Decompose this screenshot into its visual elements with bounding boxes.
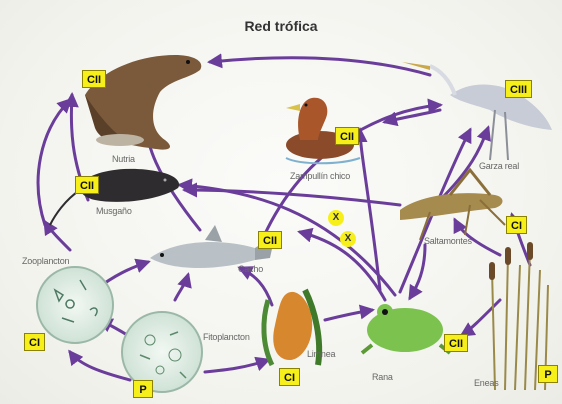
tag-rana: CII (444, 334, 468, 352)
arrow-musgano-to-zooplancton (45, 222, 70, 250)
label-eneas: Eneas (474, 378, 499, 388)
tag-fitoplancton: P (133, 380, 153, 398)
label-zooplancton: Zooplancton (22, 256, 69, 266)
musgano-drawing (50, 169, 179, 225)
tag-zampullin: CII (335, 127, 359, 145)
tag-nutria: CII (82, 70, 106, 88)
arrow-fitoplancton-to-cacho (175, 275, 188, 300)
arrow-p-to-ci (70, 352, 130, 380)
tag-musgano: CII (75, 176, 99, 194)
arrow-fitoplancton-to-limnea (205, 360, 268, 372)
x-mark-2: X (340, 231, 356, 247)
saltamontes-drawing (400, 170, 505, 240)
arrow-limnea-to-rana (325, 310, 372, 320)
tag-garza: CIII (505, 80, 532, 98)
arrow-zooplancton-to-nutria (38, 100, 70, 225)
label-zampullin: Zampullín chico (290, 171, 350, 181)
x-mark-1: X (328, 210, 344, 226)
label-fitoplancton: Fitoplancton (203, 332, 250, 342)
label-garza: Garza real (479, 161, 519, 171)
tag-eneas: P (538, 365, 558, 383)
arrow-garza-to-nutria (210, 58, 430, 75)
label-rana: Rana (372, 372, 393, 382)
rana-drawing (362, 304, 450, 353)
label-cacho: Cacho (238, 264, 263, 274)
tag-zooplancton: CI (24, 333, 45, 351)
cacho-drawing (150, 225, 275, 268)
label-musgano: Musgaño (96, 206, 132, 216)
label-saltamontes: Saltamontes (424, 236, 472, 246)
zooplancton-drawing (37, 267, 113, 343)
garza-drawing (402, 62, 552, 160)
tag-limnea: CI (279, 368, 300, 386)
tag-cacho: CII (258, 231, 282, 249)
label-nutria: Nutria (112, 154, 135, 164)
tag-saltamontes: CI (506, 216, 527, 234)
label-limnea: Limnea (307, 349, 335, 359)
